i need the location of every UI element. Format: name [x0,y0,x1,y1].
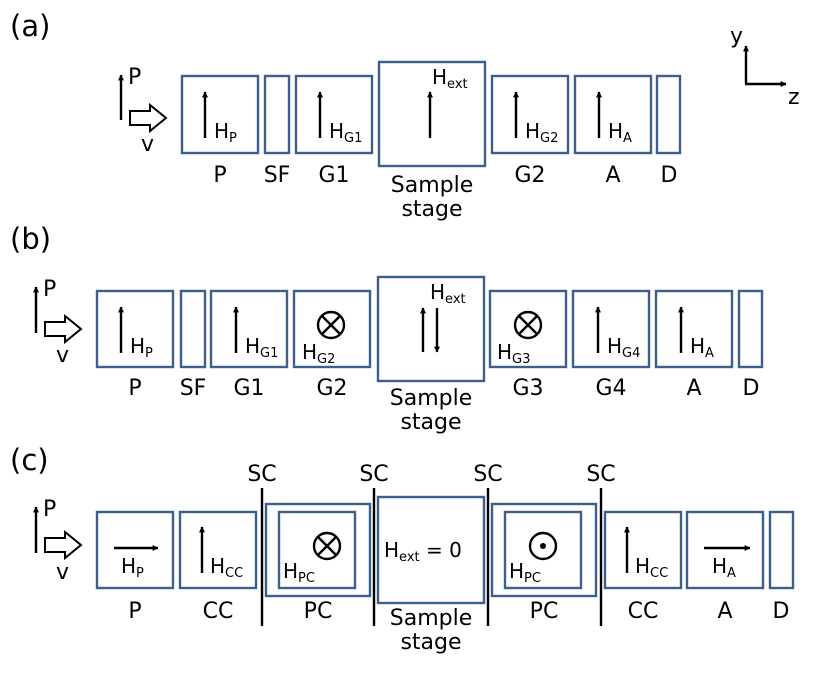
field-into-page-icon [316,310,346,340]
guide-field-g2-box [490,74,570,155]
field-hg1-label: HG1 [329,119,362,146]
field-hp-label: HP [121,554,144,581]
field-hg2-label: HG2 [525,119,558,146]
label-analyzer: A [686,376,701,401]
polarizer-box [180,74,260,155]
label-spin-flipper: SF [180,376,207,401]
field-hpc-label: HPC [509,559,541,586]
analyzer-box [573,74,653,155]
analyzer-box [654,289,734,369]
velocity-label: v [56,343,69,368]
label-sample-line1: Sample [391,173,474,198]
field-hg3-label: HG3 [497,340,530,367]
current-coil-box [178,510,258,590]
spin-flipper-box [179,289,207,369]
sample-stage-box [376,275,486,383]
sc-label: SC [473,462,502,487]
label-g1: G1 [318,163,349,188]
field-hg4-label: HG4 [607,334,640,361]
label-g3: G3 [512,376,543,401]
field-ha-label: HA [690,334,714,361]
field-hcc-label: HCC [635,554,668,581]
polarizer-box [95,289,175,369]
label-pc: PC [304,599,333,624]
field-hcc-label: HCC [210,554,243,581]
label-cc: CC [628,599,659,624]
label-analyzer: A [605,163,620,188]
coordinate-axes: y z [730,24,800,110]
label-polarizer: P [128,599,141,624]
field-hp-label: HP [214,119,237,146]
polarization-label: P [128,65,141,90]
sc-label: SC [586,462,615,487]
guide-field-g1-box [209,289,289,369]
sc-label: SC [247,462,276,487]
guide-field-g4-box [571,289,651,369]
label-sample-line2: stage [400,630,461,655]
label-pc: PC [530,599,559,624]
polarization-indicator: P v [118,65,168,157]
field-out-of-page-icon [528,531,558,561]
field-hpc-label: HPC [283,559,315,586]
panel-b: (b) P v HP HG1 HG2 Hext [10,222,764,435]
velocity-label: v [56,560,69,585]
label-sample-line2: stage [401,197,462,222]
label-sample-line1: Sample [390,606,473,631]
detector-box [768,510,795,590]
label-g1: G1 [233,376,264,401]
label-detector: D [773,599,790,624]
field-hg1-label: HG1 [245,334,278,361]
label-sample-line2: stage [400,410,461,435]
polarizer-box [95,510,175,590]
field-hext-label: Hext = 0 [384,538,462,565]
panel-c: (c) P v SC SC SC SC HP HCC [10,443,795,655]
precession-coil-inner-box [277,510,357,590]
detector-box [655,74,682,155]
panel-b-tag: (b) [10,222,51,256]
velocity-label: v [141,132,154,157]
field-ha-label: HA [608,119,632,146]
sample-stage-box [377,60,487,168]
polarization-indicator: P v [33,277,83,368]
sample-stage-box [376,495,486,605]
sc-label: SC [359,462,388,487]
polarization-indicator: P v [33,497,83,585]
field-into-page-icon [312,531,342,561]
panel-a-tag: (a) [10,9,50,43]
label-analyzer: A [717,599,732,624]
field-hg2-label: HG2 [302,340,335,367]
polarization-label: P [43,277,56,302]
precession-coil-inner-box [503,510,583,590]
velocity-arrow-icon [129,102,168,134]
guide-field-g3-box [488,289,568,369]
label-spin-flipper: SF [264,163,291,188]
polarization-label: P [43,497,56,522]
label-detector: D [661,163,678,188]
panel-a: (a) P v HP HG1 Hext HG2 HA P SF G1 Sampl [10,9,682,222]
label-polarizer: P [128,376,141,401]
label-sample-line1: Sample [390,386,473,411]
velocity-arrow-icon [44,313,83,345]
field-ha-label: HA [712,554,736,581]
z-axis-label: z [788,85,800,110]
velocity-arrow-icon [44,529,83,561]
spin-flipper-box [263,74,291,155]
label-polarizer: P [213,163,226,188]
field-hext-label: Hext [430,280,466,307]
label-cc: CC [203,599,234,624]
field-hext-label: Hext [432,65,468,92]
label-g2: G2 [316,376,347,401]
guide-field-g2-box [292,289,372,369]
y-axis-label: y [730,24,743,49]
label-detector: D [743,376,760,401]
current-coil-box [603,510,683,590]
field-into-page-icon [513,310,543,340]
panel-c-tag: (c) [10,443,49,477]
label-g4: G4 [595,376,626,401]
guide-field-g1-box [294,74,374,155]
detector-box [737,289,764,369]
label-g2: G2 [514,163,545,188]
field-hp-label: HP [130,334,153,361]
